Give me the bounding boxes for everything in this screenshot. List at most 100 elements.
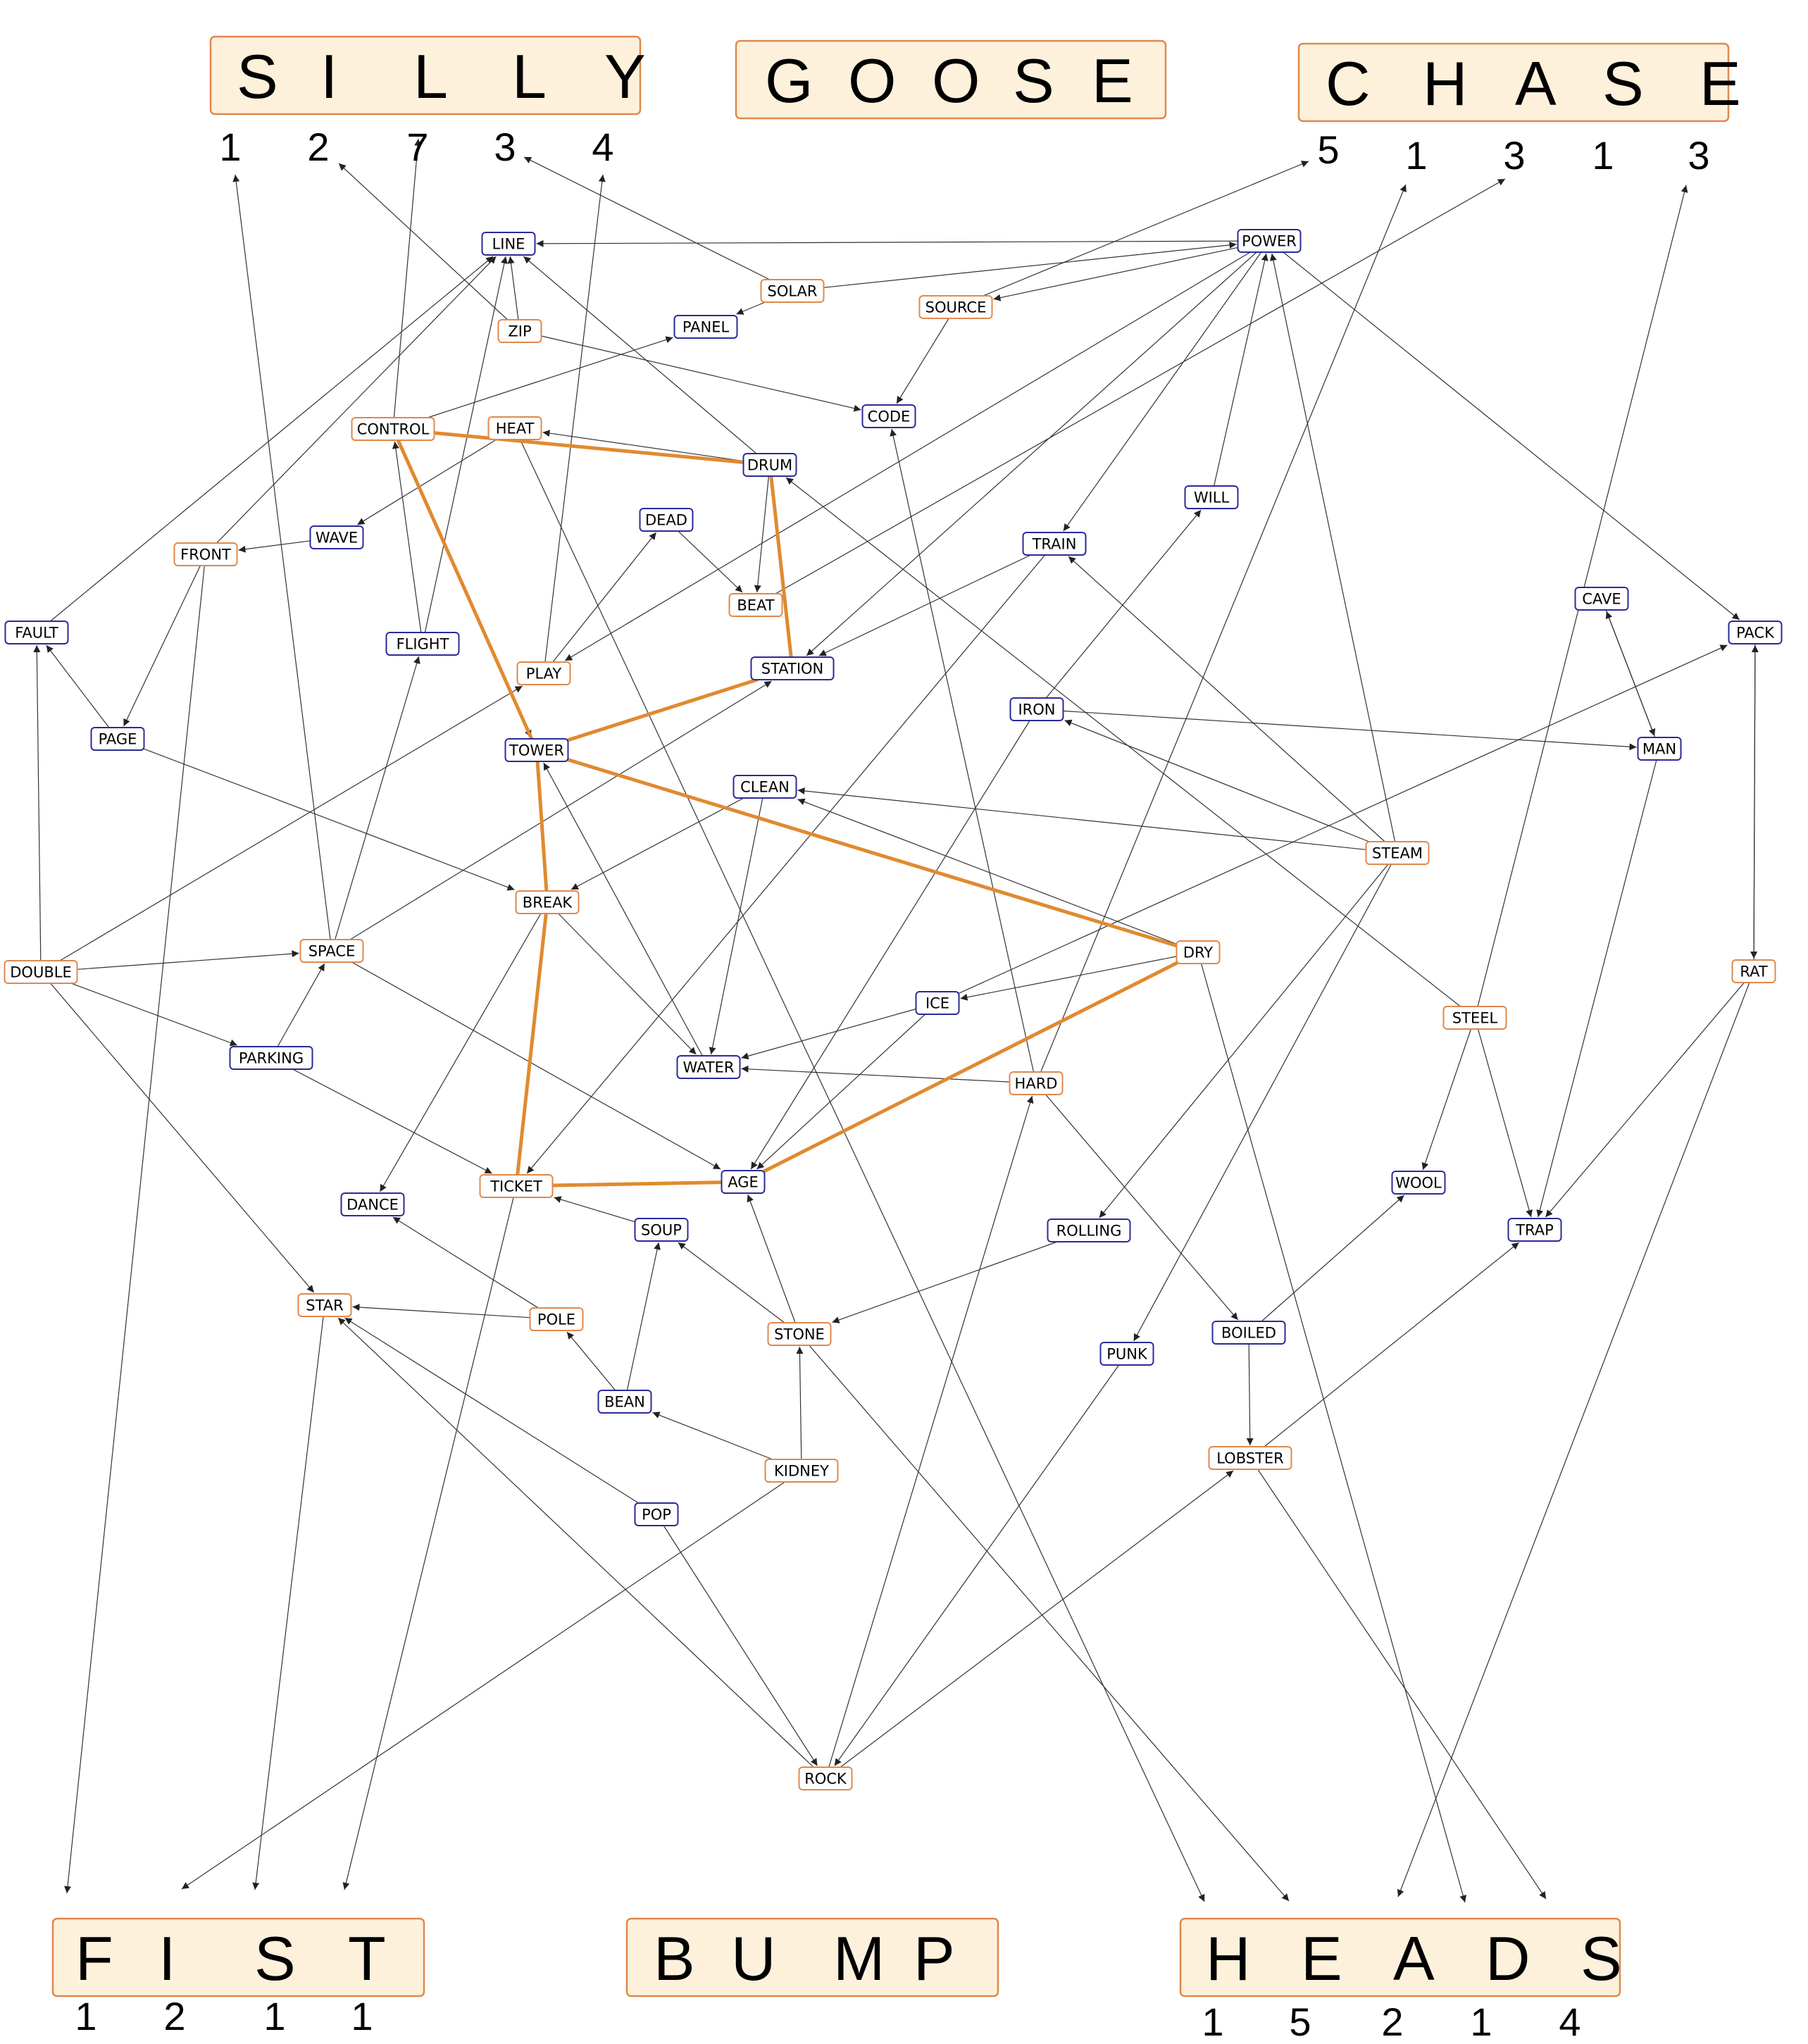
edge-play-to-silly-4 xyxy=(544,174,606,663)
node-box-clean xyxy=(732,775,797,799)
word-silly-letter-3: L xyxy=(413,42,448,111)
node-label-solar: SOLAR xyxy=(768,283,818,300)
node-trap[interactable]: TRAP xyxy=(1507,1218,1562,1242)
node-fault[interactable]: FAULT xyxy=(4,621,69,644)
word-heads-number-5: 4 xyxy=(1559,2000,1581,2044)
node-will[interactable]: WILL xyxy=(1184,485,1239,509)
edge-power-to-train xyxy=(1063,251,1262,532)
node-beat[interactable]: BEAT xyxy=(728,593,783,617)
node-label-soup: SOUP xyxy=(641,1222,682,1239)
node-dead[interactable]: DEAD xyxy=(639,508,694,532)
node-star[interactable]: STAR xyxy=(297,1293,352,1317)
node-steam[interactable]: STEAM xyxy=(1365,841,1430,865)
node-label-break: BREAK xyxy=(523,895,573,911)
node-page[interactable]: PAGE xyxy=(90,727,145,751)
node-stone[interactable]: STONE xyxy=(767,1322,832,1346)
node-label-will: WILL xyxy=(1194,490,1230,506)
edge-parking-to-ticket xyxy=(292,1068,492,1174)
node-train[interactable]: TRAIN xyxy=(1022,532,1087,556)
node-panel[interactable]: PANEL xyxy=(673,315,738,339)
node-power[interactable]: POWER xyxy=(1237,229,1302,253)
node-space[interactable]: SPACE xyxy=(299,939,364,963)
node-flight[interactable]: FLIGHT xyxy=(385,632,460,656)
node-wool[interactable]: WOOL xyxy=(1391,1171,1446,1195)
node-label-heat: HEAT xyxy=(496,420,535,437)
highlight-segment-tower-dry xyxy=(566,758,1178,948)
edge-bean-to-soup xyxy=(626,1242,661,1391)
node-rat[interactable]: RAT xyxy=(1731,959,1776,983)
node-soup[interactable]: SOUP xyxy=(634,1218,689,1242)
node-play[interactable]: PLAY xyxy=(516,661,571,685)
node-punk[interactable]: PUNK xyxy=(1099,1342,1154,1366)
edge-drum-to-line xyxy=(523,256,757,454)
node-steel[interactable]: STEEL xyxy=(1442,1006,1507,1030)
nodes-layer: LINE POWER SOLAR SOURCE PANEL ZIP CODE CONTROL H… xyxy=(4,229,1783,1790)
edge-solar-to-power xyxy=(823,241,1237,288)
node-box-tower xyxy=(504,738,569,762)
node-lobster[interactable]: LOBSTER xyxy=(1208,1446,1292,1470)
node-rock[interactable]: ROCK xyxy=(798,1766,853,1790)
node-ticket[interactable]: TICKET xyxy=(479,1174,554,1198)
node-box-code xyxy=(861,404,916,428)
word-silly-letter-2: I xyxy=(320,42,337,111)
node-pop[interactable]: POP xyxy=(634,1502,679,1526)
edge-ticket-to-fist-3 xyxy=(342,1197,514,1890)
node-dance[interactable]: DANCE xyxy=(340,1192,405,1216)
node-label-front: FRONT xyxy=(180,547,231,563)
node-drum[interactable]: DRUM xyxy=(742,453,797,477)
edge-hard-to-water xyxy=(741,1065,1010,1083)
node-parking[interactable]: PARKING xyxy=(229,1046,313,1070)
word-fist-letter-2: I xyxy=(158,1924,175,1993)
word-chase-number-2: 1 xyxy=(1405,133,1427,177)
node-age[interactable]: AGE xyxy=(721,1170,766,1194)
node-pole[interactable]: POLE xyxy=(529,1307,584,1331)
node-box-dry xyxy=(1176,940,1221,964)
node-front[interactable]: FRONT xyxy=(173,542,238,566)
node-pack[interactable]: PACK xyxy=(1728,621,1783,644)
node-tower[interactable]: TOWER xyxy=(504,738,569,762)
edge-front-to-fist-0 xyxy=(64,565,205,1894)
node-box-man xyxy=(1637,737,1682,761)
edge-rock-to-hard xyxy=(828,1095,1034,1768)
node-box-beat xyxy=(728,593,783,617)
node-clean[interactable]: CLEAN xyxy=(732,775,797,799)
node-control[interactable]: CONTROL xyxy=(351,417,435,441)
node-man[interactable]: MAN xyxy=(1637,737,1682,761)
word-box-goose xyxy=(735,39,1167,120)
node-solar[interactable]: SOLAR xyxy=(760,279,825,303)
node-label-space: SPACE xyxy=(308,943,356,960)
node-break[interactable]: BREAK xyxy=(515,890,580,914)
edge-source-to-chase-0 xyxy=(983,161,1309,297)
node-box-rat xyxy=(1731,959,1776,983)
node-dry[interactable]: DRY xyxy=(1176,940,1221,964)
node-box-train xyxy=(1022,532,1087,556)
node-kidney[interactable]: KIDNEY xyxy=(764,1459,839,1483)
node-double[interactable]: DOUBLE xyxy=(4,960,78,984)
node-source[interactable]: SOURCE xyxy=(918,295,993,319)
node-label-beat: BEAT xyxy=(737,597,774,614)
node-wave[interactable]: WAVE xyxy=(309,525,364,549)
word-fist-letter-1: F xyxy=(75,1924,113,1993)
node-water[interactable]: WATER xyxy=(676,1055,741,1079)
node-bean[interactable]: BEAN xyxy=(597,1390,652,1414)
word-chase-letter-4: S xyxy=(1602,49,1644,118)
node-hard[interactable]: HARD xyxy=(1009,1071,1064,1095)
node-line[interactable]: LINE xyxy=(481,232,536,256)
node-cave[interactable]: CAVE xyxy=(1574,587,1629,611)
node-code[interactable]: CODE xyxy=(861,404,916,428)
node-ice[interactable]: ICE xyxy=(915,991,960,1015)
node-zip[interactable]: ZIP xyxy=(497,319,542,343)
node-rolling[interactable]: ROLLING xyxy=(1047,1219,1131,1242)
node-box-punk xyxy=(1099,1342,1154,1366)
edge-iron-to-will xyxy=(1045,509,1202,699)
node-label-star: STAR xyxy=(306,1297,343,1314)
word-heads-letter-2: E xyxy=(1301,1924,1342,1993)
node-station[interactable]: STATION xyxy=(750,656,835,680)
word-chase-letter-3: A xyxy=(1515,49,1557,118)
node-heat[interactable]: HEAT xyxy=(487,416,542,440)
word-bump-letter-4: P xyxy=(914,1924,955,1993)
node-boiled[interactable]: BOILED xyxy=(1211,1321,1286,1345)
node-iron[interactable]: IRON xyxy=(1009,697,1064,721)
word-chase-letter-1: C xyxy=(1326,49,1371,118)
